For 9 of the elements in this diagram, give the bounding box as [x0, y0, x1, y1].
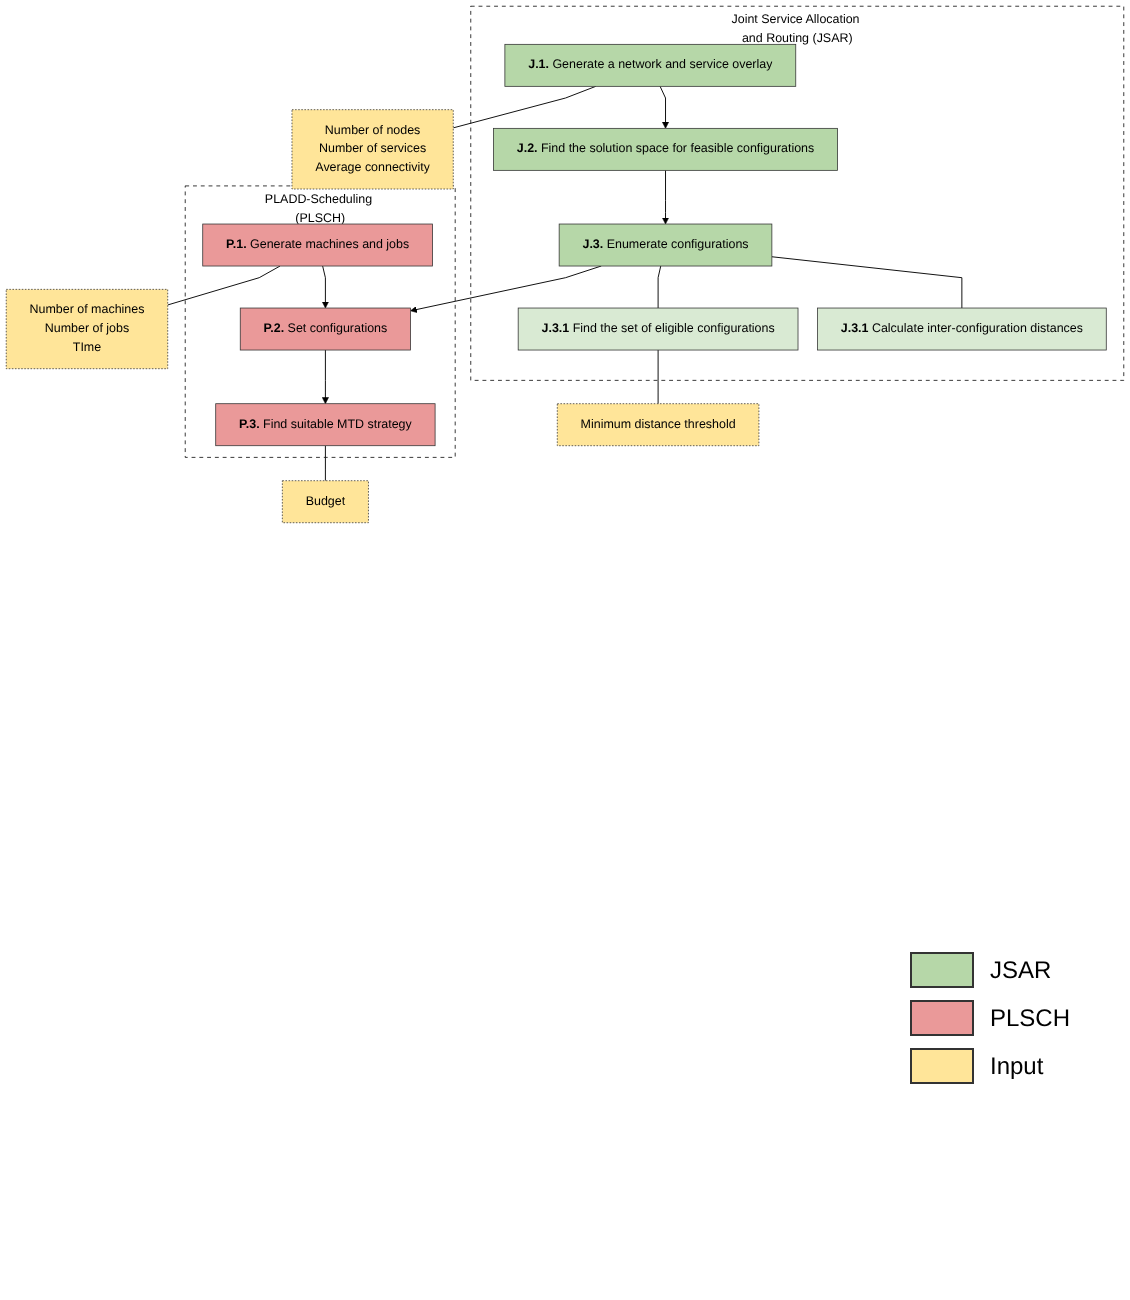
connector: [771, 256, 963, 309]
connector: [657, 349, 659, 405]
legend-label: PLSCH: [990, 1004, 1071, 1032]
legend-label: Input: [990, 1052, 1044, 1080]
connector: [657, 265, 662, 309]
connector: [452, 85, 597, 129]
legend-label: JSAR: [990, 956, 1052, 984]
connector: [324, 445, 326, 482]
connector: [167, 265, 281, 306]
